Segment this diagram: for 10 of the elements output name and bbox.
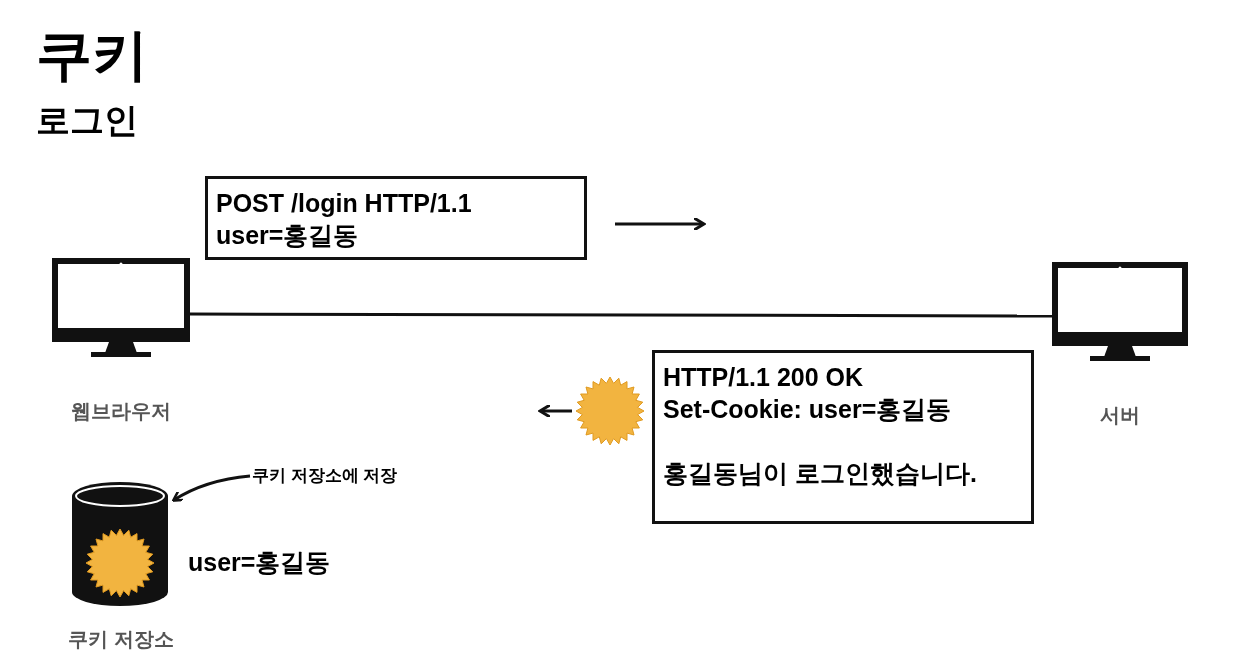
title: 쿠키 (36, 22, 148, 88)
subtitle: 로그인 (36, 100, 138, 141)
message-box: HTTP/1.1 200 OK Set-Cookie: user=홍길동 홍길동님이 로그인했습니다. (652, 350, 1034, 524)
message-box: POST /login HTTP/1.1 user=홍길동 (205, 176, 587, 260)
annotation-text: 쿠키 저장소에 저장 (252, 464, 452, 492)
device-label: 서버 (1099, 403, 1141, 428)
value-text: user=홍길동 (188, 547, 331, 578)
arrow (171, 474, 251, 502)
device-label: 웹브라우저 (70, 399, 172, 424)
storage-label: 쿠키 저장소 (67, 627, 175, 652)
